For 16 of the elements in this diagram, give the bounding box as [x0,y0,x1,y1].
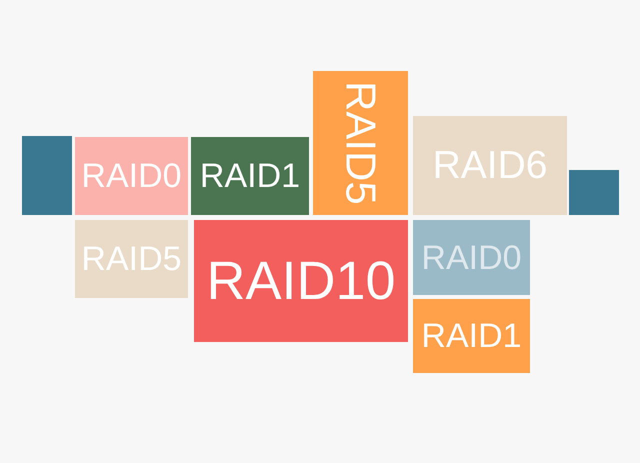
tile-label: RAID5 [340,81,382,205]
tile-label: RAID1 [200,159,300,193]
word-tile [413,220,530,295]
tile-label: RAID1 [421,319,522,353]
word-tile [194,220,408,342]
tile-label: RAID0 [81,159,182,193]
word-tile [191,137,309,215]
word-tile [413,299,530,373]
word-tile [75,220,188,298]
tile-label: RAID10 [206,254,396,308]
word-tile [313,71,408,215]
word-tile [75,137,188,215]
blank-tile [22,136,72,215]
tile-label: RAID0 [421,240,522,274]
word-tile [413,116,567,215]
blank-tile [569,170,619,215]
